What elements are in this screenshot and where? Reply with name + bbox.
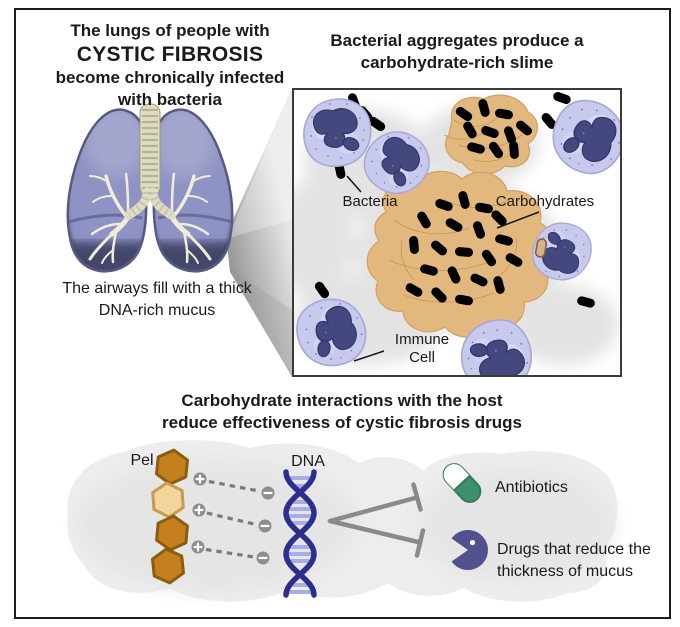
inhibition-fork [327,482,426,558]
inhibitor-bar-bottom [414,528,426,558]
immune-cell [540,90,620,185]
aggregates-panel-title: Bacterial aggregates produce a carbohydr… [330,31,584,72]
pacman-eye [469,539,476,546]
lungs-illustration [66,98,244,276]
dashed-bond-lines [205,479,260,559]
dna-label: DNA [291,453,325,470]
carbohydrate-blob-main [366,170,555,338]
aggregates-illustration [294,90,620,375]
dna-helix [283,469,317,598]
cystic-fibrosis-heading: CYSTIC FIBROSIS [76,43,264,66]
pel-hexagon-4 [150,547,186,585]
pel-label: Pel [130,452,154,469]
drugs-panel-title: Carbohydrate interactions with the host … [162,391,522,432]
antibiotic-capsule-icon [442,463,482,503]
plus-charge-icons [191,472,207,554]
minus-charge-icons [256,486,275,565]
immune-cell-label: Immune Cell [394,331,450,366]
carbohydrates-label: Carbohydrates [495,193,595,210]
zoom-funnel [226,88,292,377]
pointer-lines [346,175,540,362]
mucus-drug-icon [451,530,488,570]
carbohydrates-pointer-line [496,211,540,229]
carbohydrate-blob-top [443,94,538,175]
charge-interactions [191,472,275,565]
outer-frame: Bacteria Carbohydrates Immune Cell The l… [14,8,671,619]
immune-cell-pointer-line [353,350,385,362]
illustration-layer [66,88,618,602]
antibiotics-label: Antibiotics [495,479,568,496]
pel-polysaccharide [150,448,190,585]
dna-rungs [286,476,314,594]
trachea [124,103,176,220]
mucus-drugs-label: Drugs that reduce the thickness of mucus [497,541,651,580]
bacteria-pointer-line [346,175,362,193]
aggregates-detail-box: Bacteria Carbohydrates Immune Cell [292,88,622,377]
inhibitor-bar-top [411,482,423,512]
lungs-panel-title: The lungs of people with CYSTIC FIBROSIS… [20,20,320,111]
bacteria-label: Bacteria [342,193,398,210]
lungs-panel-caption: The airways fill with a thick DNA-rich m… [62,280,252,319]
dna-strand-b [283,469,317,598]
